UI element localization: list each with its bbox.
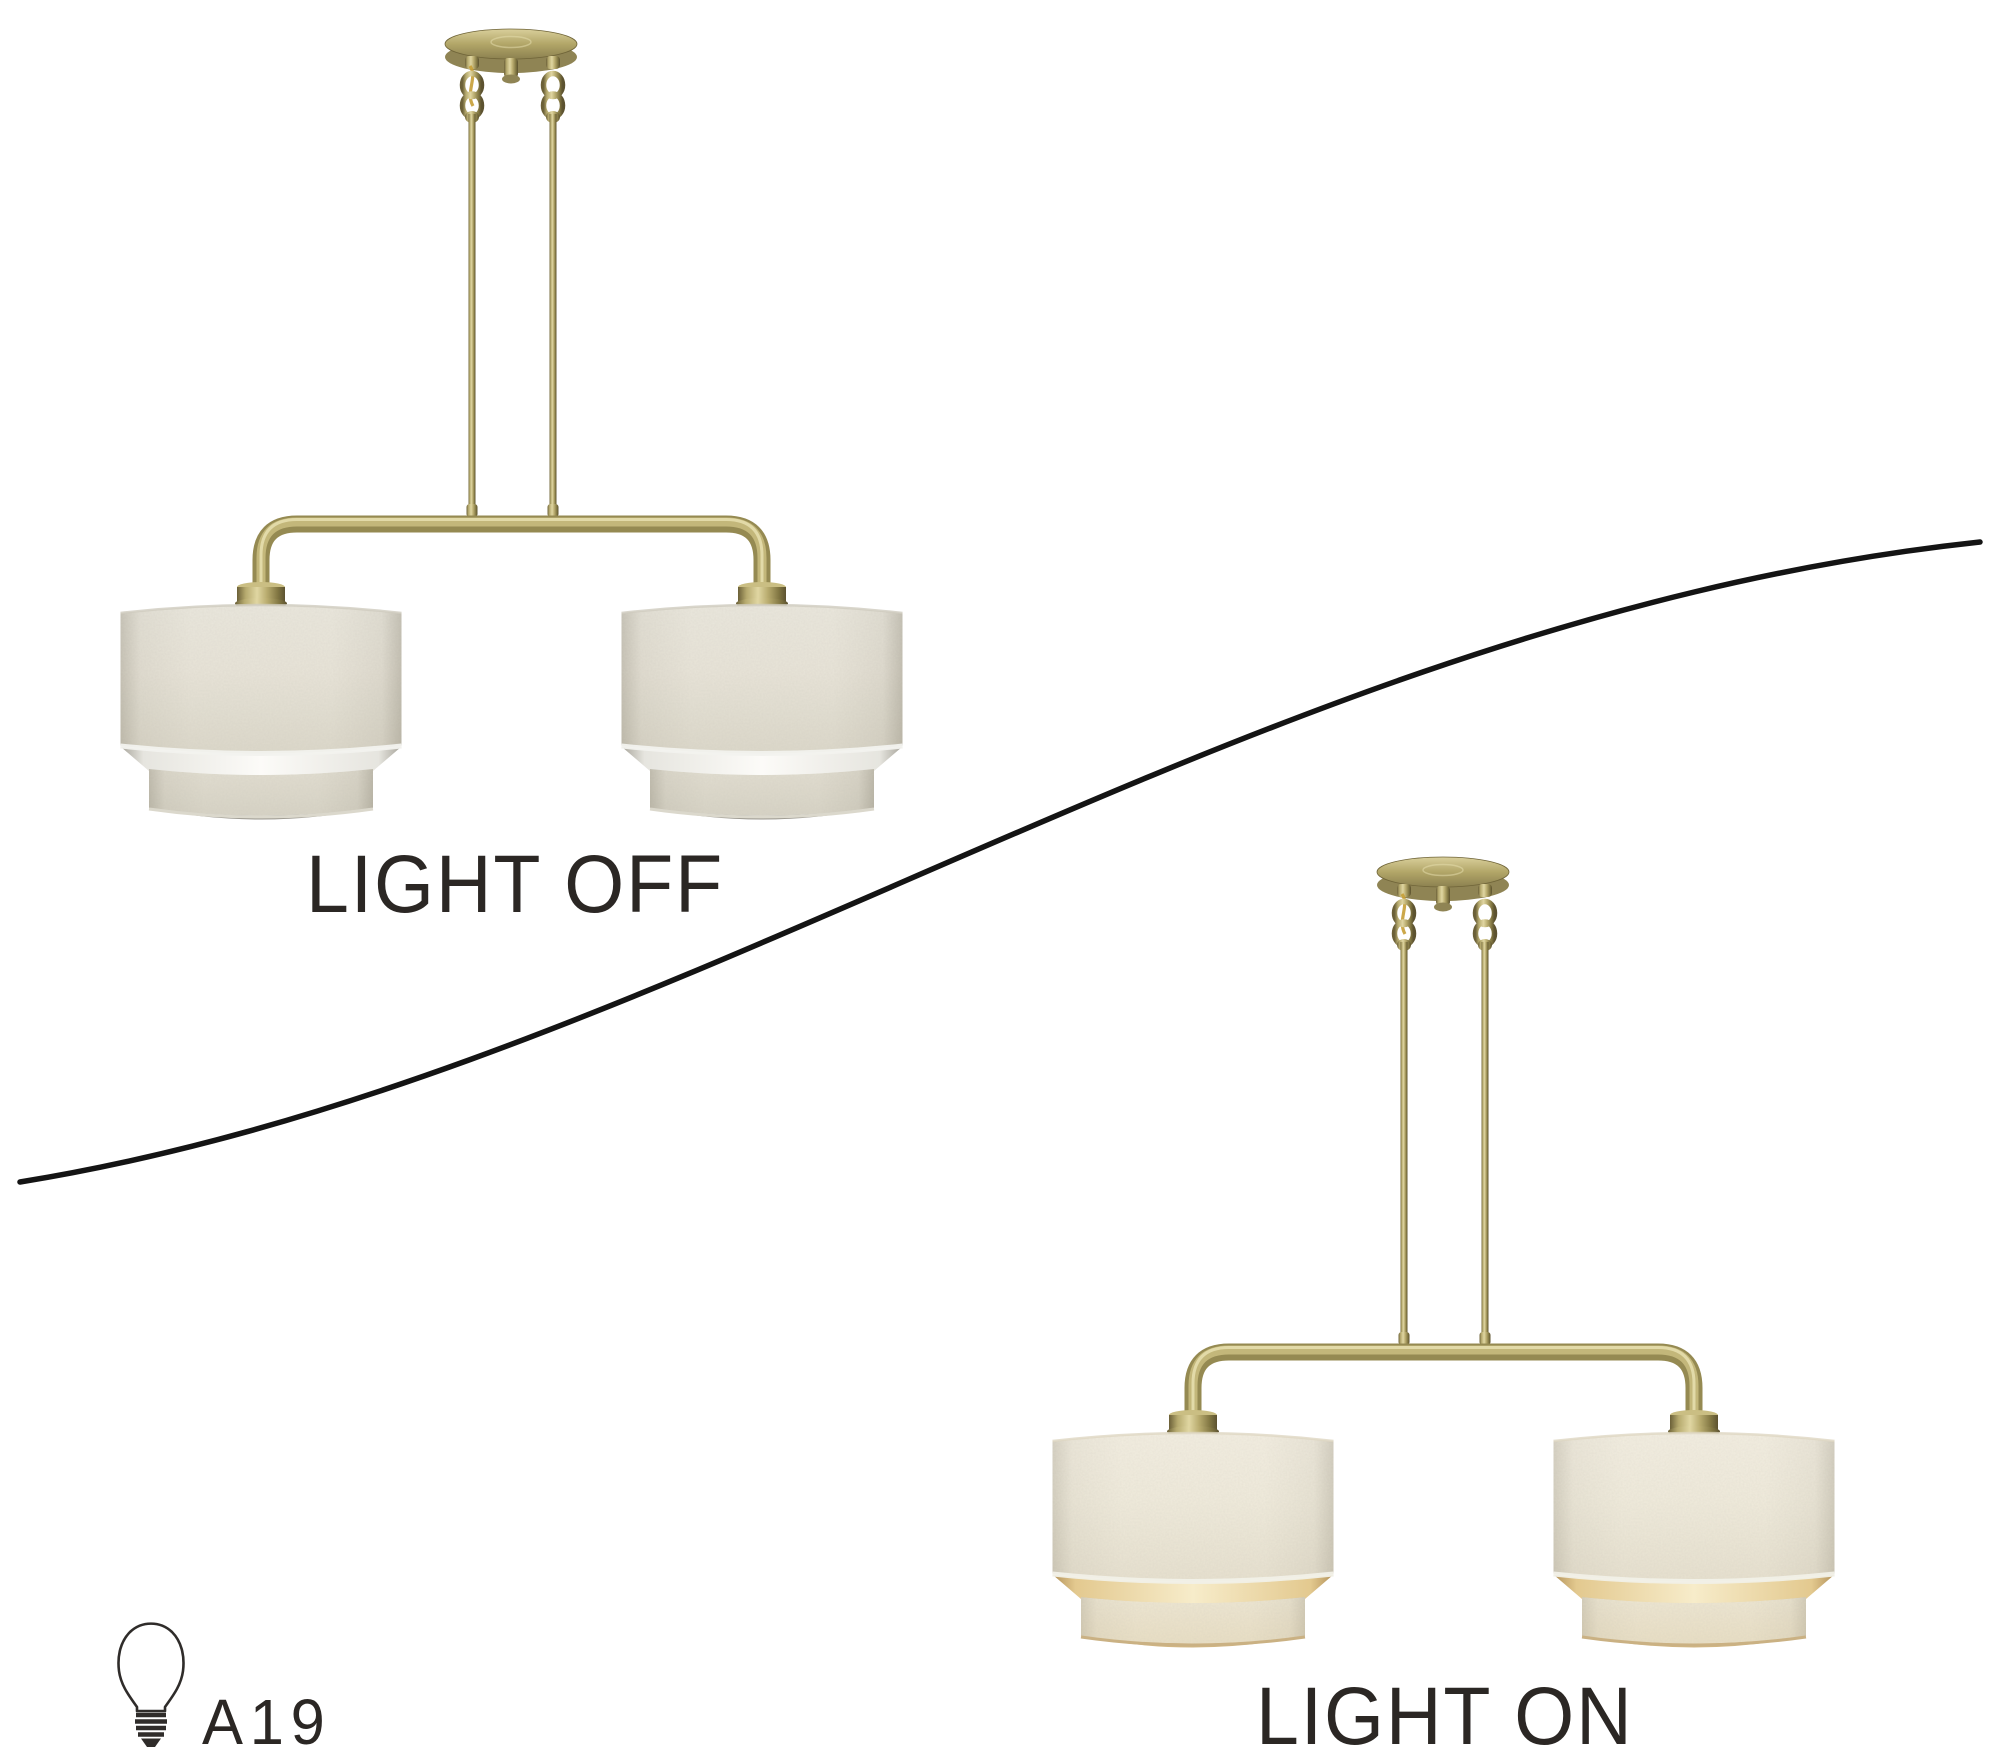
- a19-bulb-icon: [117, 1622, 185, 1747]
- shade-on-right: [1554, 1433, 1835, 1648]
- bulb-type-note: A19: [100, 1614, 420, 1754]
- divider-curve: [17, 539, 1983, 1185]
- shade-off-right: [622, 605, 903, 820]
- fixture-light-on: [1053, 857, 1835, 1648]
- light-on-label: LIGHT ON: [1256, 1671, 1634, 1759]
- fixture-frame-off: [235, 29, 788, 609]
- fixture-frame-on: [1167, 857, 1720, 1437]
- shade-off-left: [121, 605, 402, 820]
- bulb-size-label: A19: [202, 1686, 332, 1758]
- light-off-label: LIGHT OFF: [306, 839, 725, 930]
- shade-on-left: [1053, 1433, 1334, 1648]
- fixture-light-off: [121, 29, 903, 820]
